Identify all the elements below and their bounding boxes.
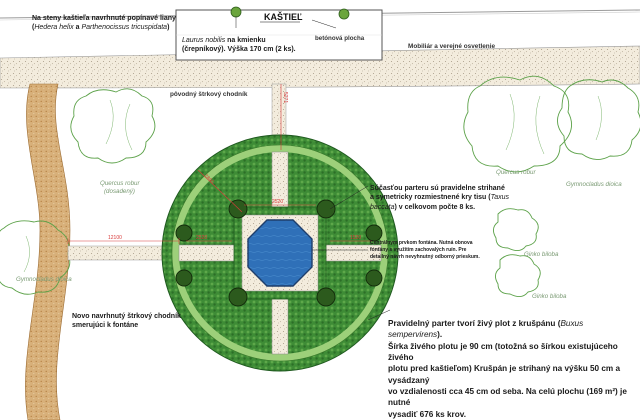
- furniture-label: Mobiliár a verejné osvetlenie: [408, 43, 495, 50]
- new-gravel-path-left: [25, 83, 71, 420]
- laurus-pot-right: [338, 8, 350, 20]
- laurus-note: Laurus nobilis na kmienku (črepníkový). …: [182, 37, 296, 54]
- concrete-label: betónová plocha: [315, 35, 365, 42]
- tree-gymnocladus-left: [0, 220, 71, 295]
- wall-climbers-note: Na steny kaštieľa navrhnuté popínavé lia…: [32, 15, 176, 32]
- building-title: KAŠTIEĽ: [264, 11, 303, 22]
- manor-building: [175, 9, 383, 61]
- label-ginkgo-2: Ginko biloba: [532, 293, 567, 300]
- taxus-shrub-1: [228, 199, 248, 219]
- taxus-shrub-7: [175, 269, 193, 287]
- taxus-shrub-3: [228, 287, 248, 307]
- tree-gymnocladus-right: [557, 79, 640, 160]
- label-gymnocladus-left: Gymnocladus dioica: [16, 276, 72, 283]
- leader-taxus: [329, 185, 369, 210]
- label-ginkgo-1: Ginko biloba: [524, 251, 559, 258]
- label-quercus-left-note: (dosadený): [104, 188, 135, 195]
- label-quercus-left: Quercus robur: [100, 180, 140, 187]
- taxus-shrub-5: [175, 224, 193, 242]
- new-path-note: Novo navrhnutý štrkový chodník smerujúci…: [72, 313, 181, 330]
- dim-inner: 2520: [272, 199, 283, 205]
- tree-ginkgo-1: [493, 208, 539, 251]
- taxus-shrub-4: [316, 287, 336, 307]
- dim-12100: 12100: [108, 235, 122, 241]
- tree-quercus-left: [70, 88, 156, 164]
- path-original-label: pôvodný štrkový chodník: [170, 91, 248, 98]
- fountain: [247, 219, 313, 287]
- laurus-pot-left: [230, 6, 242, 18]
- taxus-note: Súčasťou parteru sú pravidelne strihané …: [370, 185, 510, 211]
- label-quercus-right: Quercus robur: [496, 169, 536, 176]
- taxus-shrub-8: [365, 269, 383, 287]
- leader-buxus: [367, 309, 391, 321]
- tree-quercus-right: [463, 75, 573, 173]
- taxus-shrub-2: [316, 199, 336, 219]
- leader-concrete: [311, 19, 337, 29]
- label-gymnocladus-right: Gymnocladus dioica: [566, 181, 622, 188]
- tree-ginkgo-2: [495, 254, 541, 297]
- fountain-note: Centrálnym prvkom fontána. Nutná obnova …: [370, 240, 480, 260]
- taxus-shrub-6: [365, 224, 383, 242]
- buxus-note: Pravidelný parter tvorí živý plot z kruš…: [388, 319, 627, 419]
- dim-1520: 1520: [350, 235, 361, 241]
- dim-vertical: 5271: [282, 92, 288, 103]
- dim-2520: 2520: [196, 235, 207, 241]
- dimension-lines: [67, 84, 372, 244]
